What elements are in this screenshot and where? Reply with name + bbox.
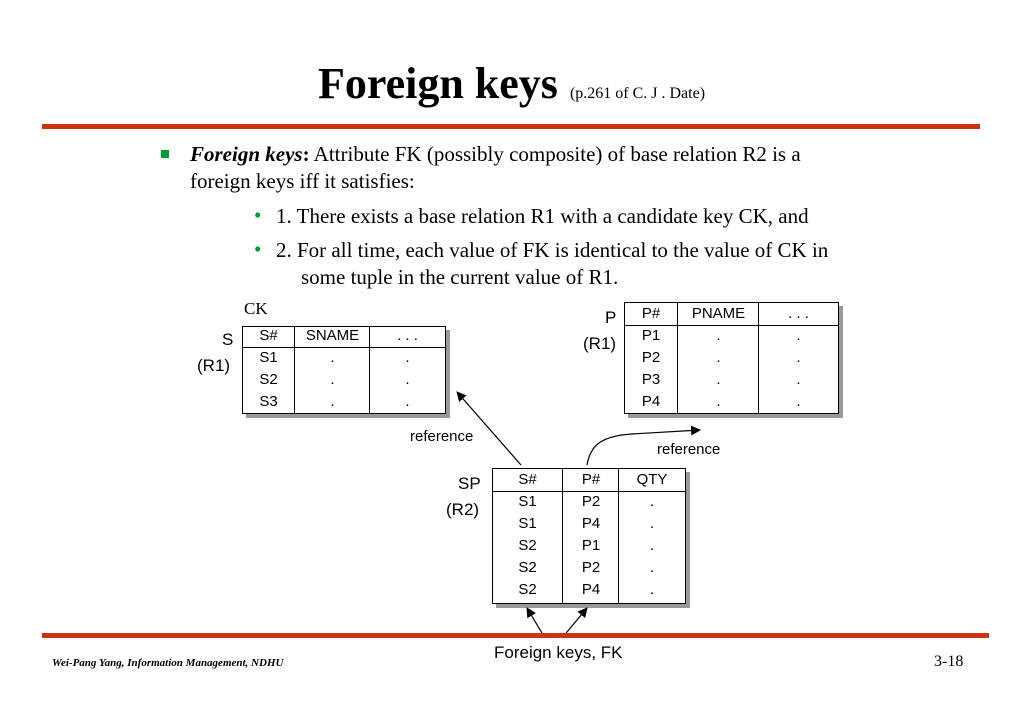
table-sp-cell: P4 bbox=[581, 515, 601, 532]
table-s-cell: S3 bbox=[259, 393, 278, 410]
table-s-cell: . bbox=[405, 349, 410, 366]
condition-2-line2: some tuple in the current value of R1. bbox=[301, 265, 619, 289]
table-p-cell: P1 bbox=[641, 327, 661, 344]
table-sp-cell: P2 bbox=[581, 559, 601, 576]
table-p-cell: P2 bbox=[641, 349, 661, 366]
reference-arrow-right bbox=[586, 425, 701, 466]
title-main: Foreign keys bbox=[317, 59, 558, 108]
table-s-header-sname: SNAME bbox=[305, 327, 360, 344]
table-s-col-more: . . . . . . bbox=[369, 327, 445, 413]
table-s-header-more: . . . bbox=[397, 327, 418, 344]
table-p-header-divider bbox=[625, 325, 838, 326]
table-p-cell: . bbox=[716, 393, 721, 410]
table-s: S# S1 S2 S3 SNAME . . . . . . . . . bbox=[242, 326, 446, 414]
table-sp-header-divider bbox=[493, 491, 685, 492]
table-sp-cell: P4 bbox=[581, 581, 601, 598]
footer-author: Wei-Pang Yang, Information Management, N… bbox=[52, 657, 284, 669]
definition-term: Foreign keys bbox=[190, 142, 303, 166]
table-sp-cell: . bbox=[649, 493, 655, 510]
reference-arrow-left bbox=[456, 391, 522, 466]
reference-label-right: reference bbox=[657, 441, 721, 458]
table-sp-col-qty: QTY . . . . . bbox=[618, 469, 685, 603]
table-p-cell: . bbox=[796, 327, 801, 344]
table-sp-name: SP bbox=[458, 474, 481, 493]
table-p-cell: . bbox=[796, 393, 801, 410]
top-rule bbox=[42, 124, 980, 129]
table-sp-cell: S2 bbox=[518, 559, 537, 576]
table-sp-alias: (R2) bbox=[446, 500, 480, 519]
slide-title: Foreign keys (p.261 of C. J . Date) bbox=[0, 58, 1023, 109]
table-s-cell: . bbox=[405, 393, 410, 410]
table-sp-cell: S2 bbox=[518, 537, 537, 554]
table-sp-header-pno: P# bbox=[581, 471, 601, 488]
table-p-col-more: . . . . . . . bbox=[758, 303, 838, 413]
table-s-col-sno: S# S1 S2 S3 bbox=[243, 327, 294, 413]
table-p-header-pname: PNAME bbox=[691, 305, 746, 322]
table-p-col-pname: PNAME . . . . bbox=[677, 303, 759, 413]
table-sp-header-sno: S# bbox=[518, 471, 537, 488]
condition-2-bullet-icon: • bbox=[254, 237, 262, 261]
condition-2: 2. For all time, each value of FK is ide… bbox=[276, 237, 828, 291]
table-sp-cell: P1 bbox=[581, 537, 601, 554]
definition-text-line1: Attribute FK (possibly composite) of bas… bbox=[309, 142, 801, 166]
table-p-cell: . bbox=[716, 327, 721, 344]
definition: Foreign keys: Attribute FK (possibly com… bbox=[190, 141, 801, 195]
table-s-header-divider bbox=[243, 347, 445, 348]
table-p-cell: . bbox=[796, 349, 801, 366]
table-s-cell: S1 bbox=[259, 349, 278, 366]
table-s-cell: . bbox=[405, 371, 410, 388]
table-p-cell: . bbox=[796, 371, 801, 388]
table-sp-cell: . bbox=[649, 581, 655, 598]
table-sp: S# S1 S1 S2 S2 S2 P# P2 P4 P1 P2 P4 QTY … bbox=[492, 468, 686, 604]
table-sp-cell: . bbox=[649, 559, 655, 576]
table-sp-cell: . bbox=[649, 515, 655, 532]
table-s-col-sname: SNAME . . . bbox=[294, 327, 370, 413]
table-p-header-more: . . . bbox=[788, 305, 809, 322]
table-p-cell: P3 bbox=[641, 371, 661, 388]
condition-1: 1. There exists a base relation R1 with … bbox=[276, 204, 809, 228]
bottom-rule bbox=[42, 633, 989, 638]
table-p-cell: . bbox=[716, 349, 721, 366]
title-source: (p.261 of C. J . Date) bbox=[569, 85, 706, 102]
table-p-cell: P4 bbox=[641, 393, 661, 410]
table-sp-cell: P2 bbox=[581, 493, 601, 510]
condition-2-line1: 2. For all time, each value of FK is ide… bbox=[276, 238, 829, 262]
footer-page-number: 3-18 bbox=[934, 653, 964, 670]
table-s-name: S bbox=[222, 330, 234, 349]
table-s-cell: . bbox=[330, 371, 335, 388]
table-p-cell: . bbox=[716, 371, 721, 388]
table-p-header-pno: P# bbox=[641, 305, 661, 322]
table-sp-cell: S2 bbox=[518, 581, 537, 598]
table-p-alias: (R1) bbox=[583, 334, 617, 353]
table-s-cell: S2 bbox=[259, 371, 278, 388]
table-s-cell: . bbox=[330, 393, 335, 410]
table-s-header-sno: S# bbox=[259, 327, 278, 344]
fk-label: Foreign keys, FK bbox=[494, 643, 623, 662]
table-sp-cell: S1 bbox=[518, 493, 537, 510]
reference-label-left: reference bbox=[410, 428, 474, 445]
definition-colon: : bbox=[302, 142, 310, 166]
table-sp-col-sno: S# S1 S1 S2 S2 S2 bbox=[493, 469, 562, 603]
table-p-name: P bbox=[605, 308, 617, 327]
table-sp-header-qty: QTY bbox=[636, 471, 668, 488]
ck-label: CK bbox=[244, 299, 268, 318]
condition-1-bullet-icon: • bbox=[254, 203, 262, 227]
table-sp-cell: . bbox=[649, 537, 655, 554]
table-p: P# P1 P2 P3 P4 PNAME . . . . . . . . . .… bbox=[624, 302, 839, 414]
definition-text-line2: foreign keys iff it satisfies: bbox=[190, 169, 415, 193]
table-sp-col-pno: P# P2 P4 P1 P2 P4 bbox=[562, 469, 619, 603]
table-sp-cell: S1 bbox=[518, 515, 537, 532]
table-s-alias: (R1) bbox=[197, 356, 231, 375]
table-s-cell: . bbox=[330, 349, 335, 366]
table-p-col-pno: P# P1 P2 P3 P4 bbox=[625, 303, 677, 413]
square-bullet-icon bbox=[161, 150, 169, 158]
